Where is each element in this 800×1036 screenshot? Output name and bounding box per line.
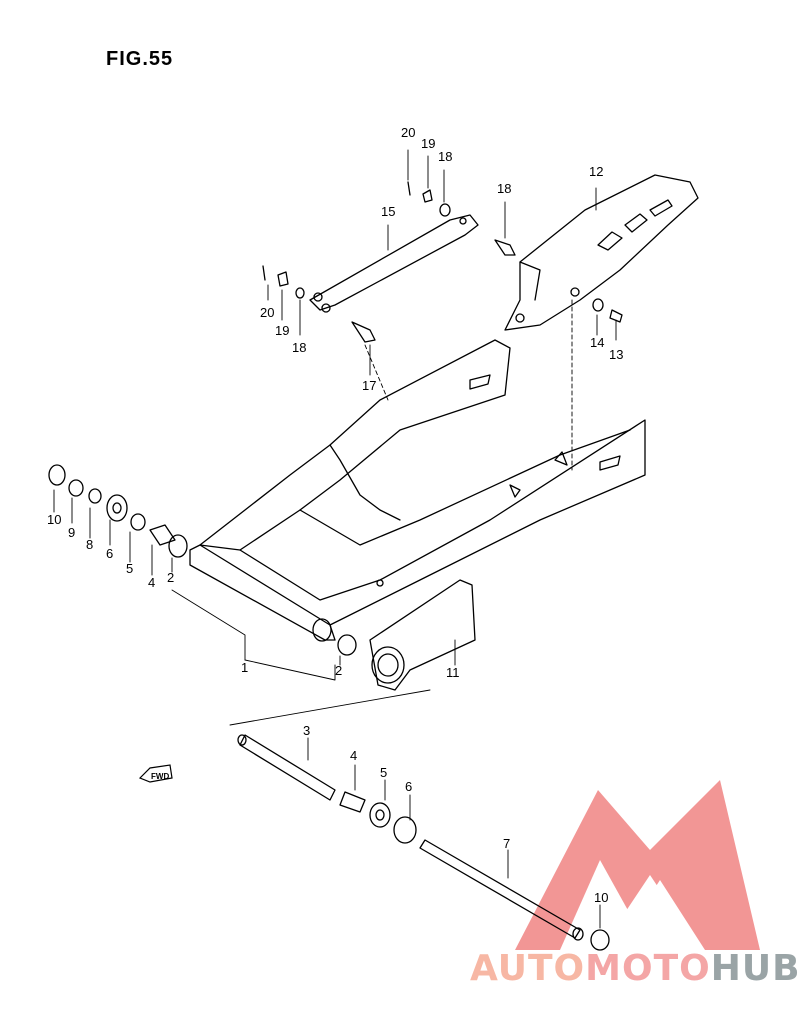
- callout-14: 14: [590, 335, 604, 350]
- callout-18b: 18: [292, 340, 306, 355]
- callout-2a: 2: [167, 570, 174, 585]
- callout-10a: 10: [47, 512, 61, 527]
- fwd-label: FWD: [151, 772, 169, 781]
- pivot-tube-end: [312, 618, 332, 642]
- callout-20b: 20: [260, 305, 274, 320]
- callout-5a: 5: [126, 561, 133, 576]
- torque-link: [309, 214, 479, 313]
- fwd-arrow-icon: FWD: [138, 764, 173, 783]
- callout-10b: 10: [594, 890, 608, 905]
- callout-18a: 18: [438, 149, 452, 164]
- callout-7: 7: [503, 836, 510, 851]
- callout-5b: 5: [380, 765, 387, 780]
- callout-13: 13: [609, 347, 623, 362]
- callout-8: 8: [86, 537, 93, 552]
- callout-4b: 4: [350, 748, 357, 763]
- leader-lines: [53, 149, 617, 929]
- chain-guard: [504, 174, 699, 331]
- swingarm: [189, 339, 646, 641]
- watermark-logo: [515, 780, 760, 950]
- callout-6b: 6: [405, 779, 412, 794]
- callout-16: 17: [362, 378, 376, 393]
- figure-title: FIG.55: [106, 48, 174, 70]
- pivot-shaft-assembly: [237, 734, 610, 951]
- callout-15: 15: [381, 204, 395, 219]
- callout-20a: 20: [401, 125, 415, 140]
- callout-6a: 6: [106, 546, 113, 561]
- callout-19b: 19: [275, 323, 289, 338]
- callout-19a: 19: [421, 136, 435, 151]
- callout-1: 1: [241, 660, 248, 675]
- callout-2b: 2: [335, 663, 342, 678]
- chain-buffer: [369, 579, 476, 691]
- callout-3: 3: [303, 723, 310, 738]
- callout-4a: 4: [148, 575, 155, 590]
- callout-17: 18: [497, 181, 511, 196]
- watermark-text: AUTOMOTOHUB: [470, 948, 800, 989]
- callout-11: 11: [446, 665, 460, 680]
- fasteners: [262, 181, 623, 343]
- callout-labels: 20 19 18 12 18 15 20 19 18 14 13 17 10 9…: [47, 125, 623, 905]
- callout-9: 9: [68, 525, 75, 540]
- left-washer-stack: [48, 464, 357, 656]
- callout-12: 12: [589, 164, 603, 179]
